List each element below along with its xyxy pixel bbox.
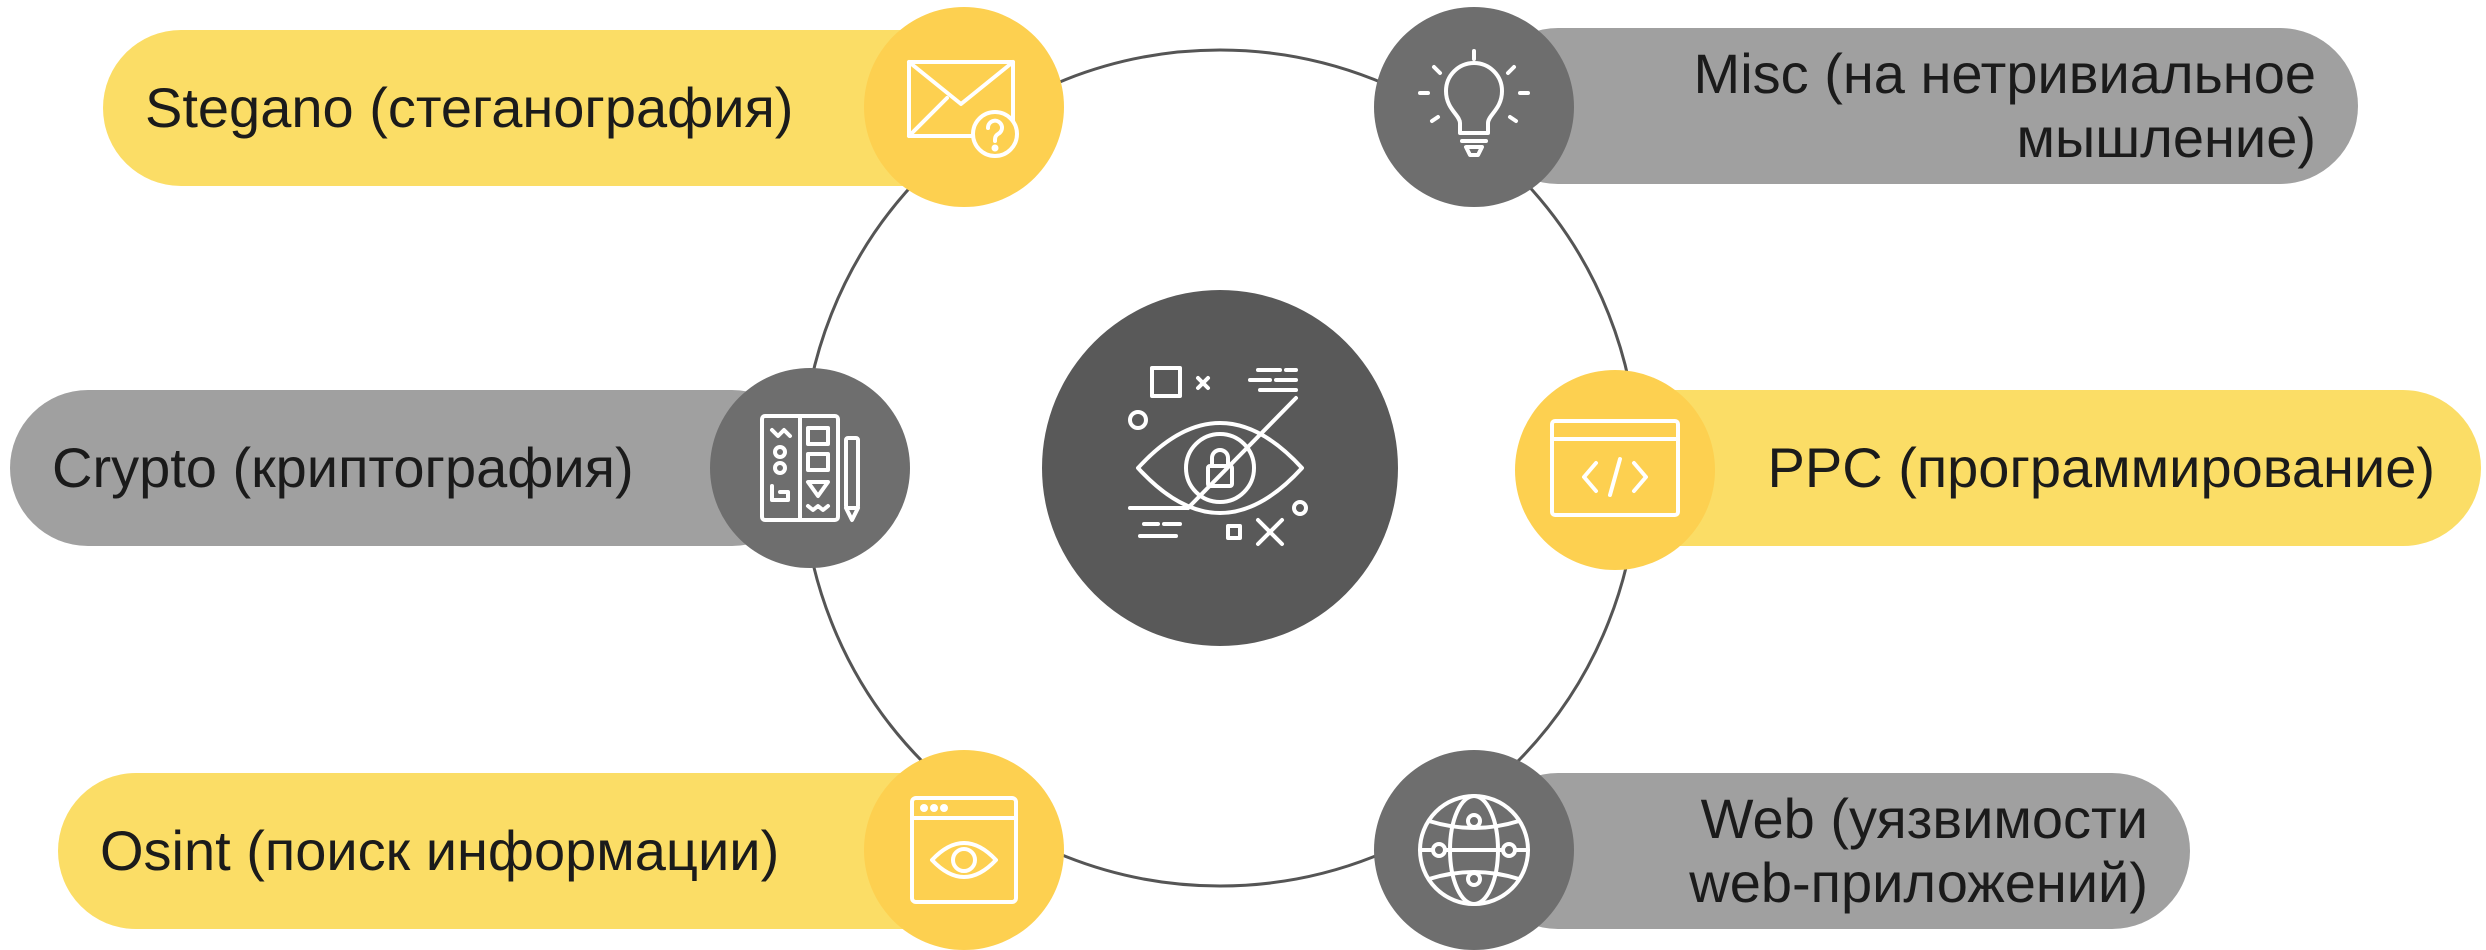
category-misc: Misc (на нетривиальное мышление) [1480,28,2358,184]
category-stegano-label: Stegano (стеганография) [145,76,794,139]
category-stegano: Stegano (стеганография) [103,30,993,186]
globe-network-icon [1374,750,1574,950]
category-web-label: Web (уязвимости web-приложений) [1689,787,2148,914]
category-crypto-label: Crypto (криптография) [52,436,634,499]
browser-eye-icon [864,750,1064,950]
eye-lock-icon [1042,290,1398,646]
category-osint-label: Osint (поиск информации) [100,819,780,882]
lightbulb-icon [1374,7,1574,207]
code-window-icon [1515,370,1715,570]
category-crypto: Crypto (криптография) [10,390,810,546]
category-web: Web (уязвимости web-приложений) [1480,773,2190,929]
category-osint: Osint (поиск информации) [58,773,993,929]
category-misc-label: Misc (на нетривиальное мышление) [1693,42,2316,169]
cipher-sheet-icon [710,368,910,568]
category-ppc-label: PPC (программирование) [1767,436,2435,499]
envelope-question-icon [864,7,1064,207]
